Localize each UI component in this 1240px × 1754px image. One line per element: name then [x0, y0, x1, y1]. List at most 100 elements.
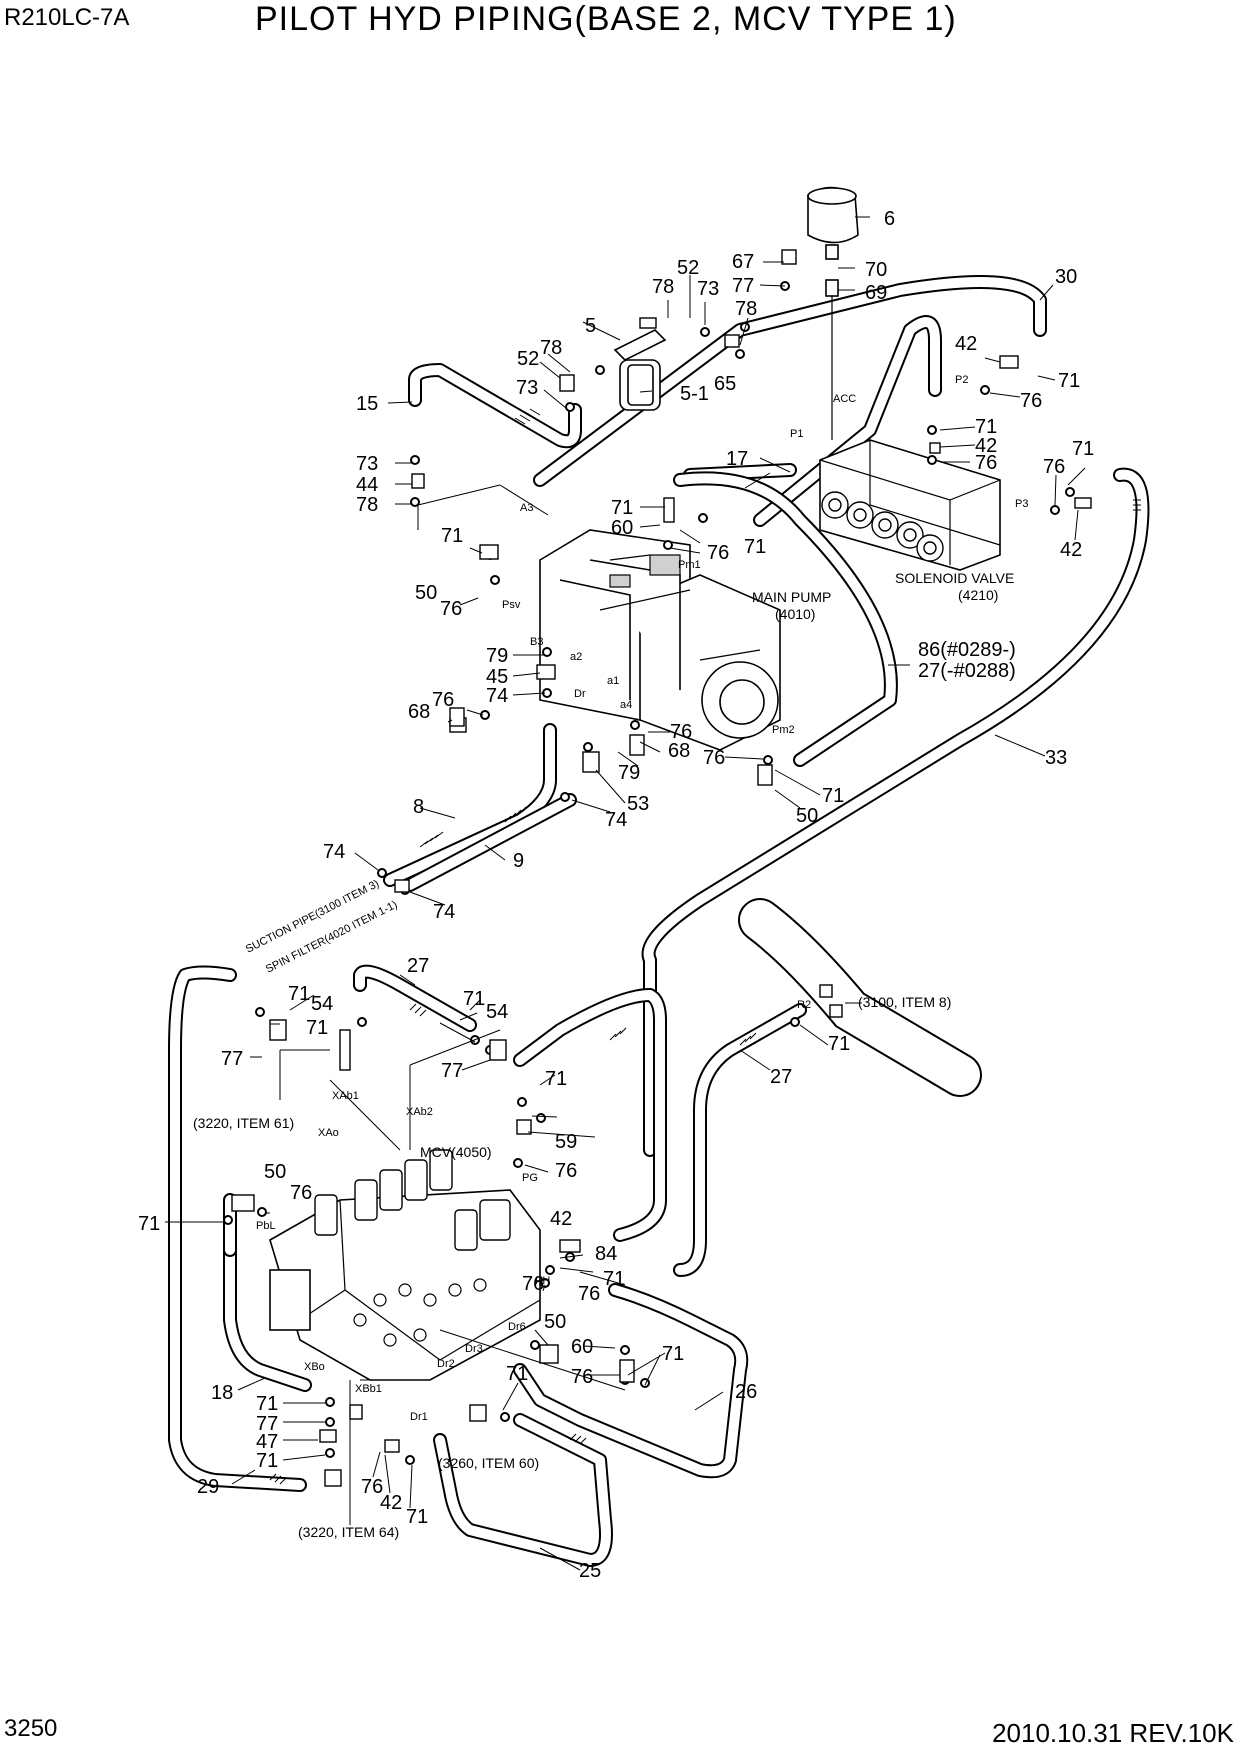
part-callout: 76 [555, 1160, 577, 1182]
part-callout: 5 [585, 315, 596, 337]
part-callout: 71 [744, 536, 766, 558]
main-pump [539, 529, 781, 751]
part-callout: 77 [441, 1060, 463, 1082]
port-label: a1 [607, 675, 619, 687]
part-callout: 79 [618, 762, 640, 784]
part-callout: 76 [432, 689, 454, 711]
part-callout: 50 [415, 582, 437, 604]
part-callout: 65 [714, 373, 736, 395]
part-callout: 71 [441, 525, 463, 547]
port-label: Pm1 [678, 559, 701, 571]
part-callout: 69 [865, 282, 887, 304]
part-callout: 53 [627, 793, 649, 815]
port-label: P1 [790, 428, 803, 440]
part-callout: 26 [735, 1381, 757, 1403]
port-label: B3 [530, 636, 543, 648]
part-callout: 8 [413, 796, 424, 818]
pilot-filter [613, 329, 667, 411]
part-callout: 74 [323, 841, 345, 863]
part-callout: 54 [486, 1001, 508, 1023]
part-callout: 52 [677, 257, 699, 279]
part-callout: 17 [726, 448, 748, 470]
leader-lines [165, 216, 1086, 1571]
port-label: Dr6 [508, 1321, 526, 1333]
part-callout: 52 [517, 348, 539, 370]
part-callout: 27(-#0288) [918, 660, 1016, 682]
port-label: XAo [318, 1127, 339, 1139]
part-callout: 30 [1055, 266, 1077, 288]
part-callout: 78 [540, 337, 562, 359]
ref-3220-item-61: (3220, ITEM 61) [193, 1115, 294, 1131]
port-label: PH [535, 1275, 550, 1287]
part-callout: 27 [407, 955, 429, 977]
page-title: PILOT HYD PIPING(BASE 2, MCV TYPE 1) [255, 0, 957, 38]
mcv-label: MCV(4050) [420, 1144, 492, 1160]
port-label: XAb1 [332, 1090, 359, 1102]
part-callout: 76 [670, 721, 692, 743]
part-callout: 68 [668, 740, 690, 762]
part-callout: 33 [1045, 747, 1067, 769]
hose-braid-marks [269, 408, 1141, 1485]
part-callout: 42 [955, 333, 977, 355]
part-callout: 71 [406, 1506, 428, 1528]
part-callout: 74 [486, 685, 508, 707]
part-callout: 74 [605, 809, 627, 831]
part-callout: 71 [1072, 438, 1094, 460]
part-callout: 73 [697, 278, 719, 300]
part-callout: 79 [486, 645, 508, 667]
part-callout: 9 [513, 850, 524, 872]
part-callout: 47 [256, 1431, 278, 1453]
ref-3220-item-64: (3220, ITEM 64) [298, 1524, 399, 1540]
mcv-block [269, 1149, 541, 1381]
part-callout: 77 [221, 1048, 243, 1070]
main-pump-code: (4010) [775, 606, 815, 622]
part-callout: 71 [611, 497, 633, 519]
part-callout: 50 [796, 805, 818, 827]
part-callout: 6 [884, 208, 895, 230]
part-callout: 50 [544, 1311, 566, 1333]
part-callouts: 6 70 69 67 77 52 78 73 78 5 52 78 73 65 … [138, 208, 1094, 1582]
part-callout: 71 [506, 1363, 528, 1385]
port-label: R2 [797, 999, 811, 1011]
part-callout: 54 [311, 993, 333, 1015]
part-callout: 71 [975, 416, 997, 438]
part-callout: 71 [256, 1450, 278, 1472]
part-callout: 70 [865, 259, 887, 281]
port-label: XBo [304, 1361, 325, 1373]
part-callout: 76 [361, 1476, 383, 1498]
part-callout: 77 [732, 275, 754, 297]
part-callout: 25 [579, 1560, 601, 1582]
port-label: Dr1 [410, 1411, 428, 1423]
port-label: PbL [256, 1220, 276, 1232]
part-callout: 71 [545, 1068, 567, 1090]
part-callout: 71 [463, 988, 485, 1010]
fittings [223, 249, 1092, 1487]
port-label: a4 [620, 699, 632, 711]
revision-date: 2010.10.31 REV.10K [992, 1718, 1234, 1748]
part-callout: 76 [440, 598, 462, 620]
part-callout: 76 [975, 452, 997, 474]
part-callout: 78 [356, 494, 378, 516]
part-callout: 71 [288, 983, 310, 1005]
part-callout: 71 [822, 785, 844, 807]
part-callout: 78 [652, 276, 674, 298]
port-label: XBb1 [355, 1383, 382, 1395]
part-callout: 68 [408, 701, 430, 723]
port-label: Dr3 [465, 1343, 483, 1355]
part-callout: 71 [1058, 370, 1080, 392]
part-callout: 71 [828, 1033, 850, 1055]
part-callout: 50 [264, 1161, 286, 1183]
part-callout: 76 [707, 542, 729, 564]
part-callout: 45 [486, 666, 508, 688]
part-callout: 77 [256, 1413, 278, 1435]
part-callout: 74 [433, 901, 455, 923]
part-callout: 42 [550, 1208, 572, 1230]
part-callout: 71 [138, 1213, 160, 1235]
model-number: R210LC-7A [4, 4, 130, 31]
solenoid-valve-label: SOLENOID VALVE [895, 570, 1014, 586]
port-label: Dr2 [437, 1358, 455, 1370]
part-callout: 29 [197, 1476, 219, 1498]
part-callout: 15 [356, 393, 378, 415]
part-callout: 76 [1020, 390, 1042, 412]
